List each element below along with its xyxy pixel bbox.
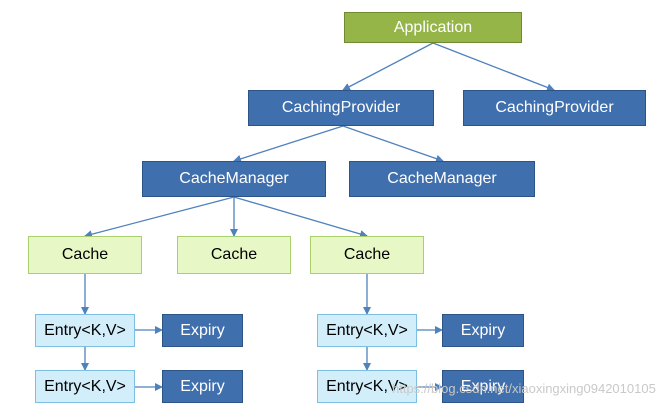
cache-manager-node-2: CacheManager [349,161,535,197]
entry-node-3: Entry<K,V> [317,314,417,347]
edge-provider1-manager1 [233,125,344,163]
application-node: Application [344,12,522,43]
expiry-node-1: Expiry [162,314,243,347]
cache-manager-node-1: CacheManager [142,161,326,197]
watermark-text: https://blog.csdn.net/xiaoxingxing094201… [392,381,656,396]
edge-provider1-manager2 [342,125,444,163]
cache-node-3: Cache [310,236,424,274]
caching-provider-node-1: CachingProvider [248,90,434,126]
cache-node-1: Cache [28,236,142,274]
edge-app-provider2 [432,42,555,92]
cache-node-2: Cache [177,236,291,274]
expiry-node-3: Expiry [442,314,524,347]
edge-manager1-cache1 [84,196,235,239]
edge-manager1-cache3 [233,196,368,238]
entry-node-4: Entry<K,V> [317,370,417,403]
entry-node-2: Entry<K,V> [35,370,135,403]
caching-provider-node-2: CachingProvider [463,90,646,126]
expiry-node-4: Expiry [442,370,524,403]
expiry-node-2: Expiry [162,370,243,403]
entry-node-1: Entry<K,V> [35,314,135,347]
edge-app-provider1 [342,42,434,91]
